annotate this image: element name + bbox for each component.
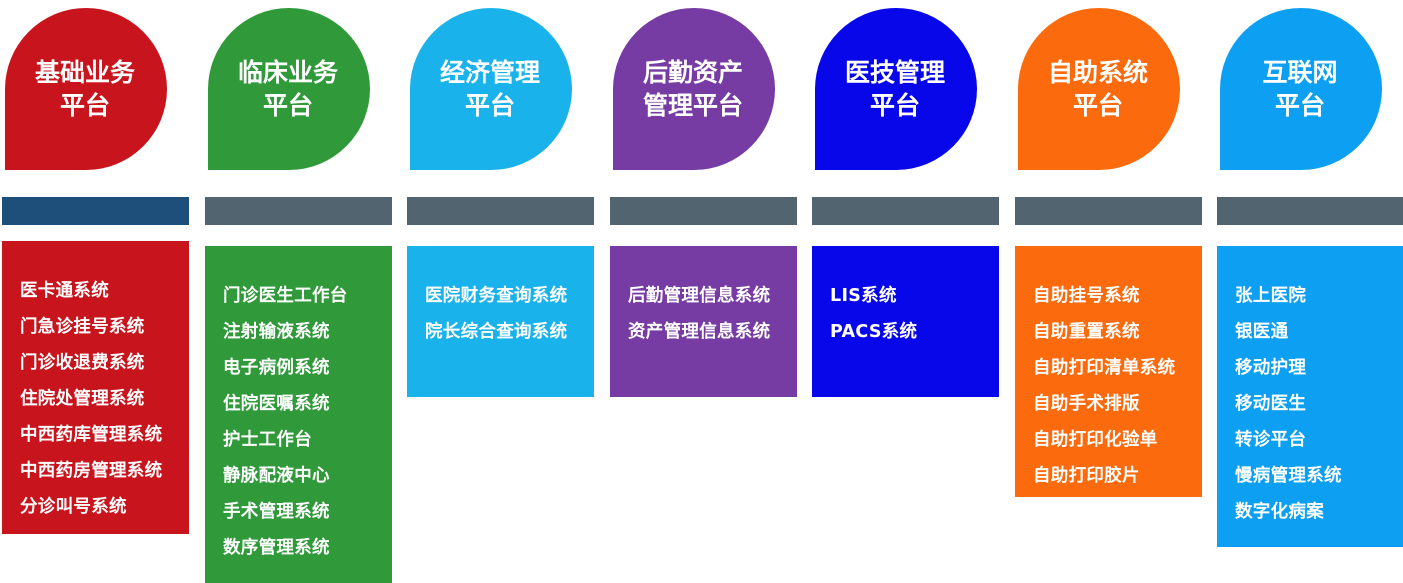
platform-column: 互联网平台张上医院银医通移动护理移动医生转诊平台慢病管理系统数字化病案 [1217,0,1403,583]
divider-bar [2,197,189,225]
platform-title-line2: 平台 [262,91,313,120]
platform-title-line1: 经济管理 [439,58,540,87]
system-item: 医院财务查询系统 [425,286,568,306]
divider-bar [205,197,392,225]
system-item: 资产管理信息系统 [628,322,771,342]
system-item: 自助重置系统 [1033,322,1140,342]
platform-title-line2: 平台 [1072,91,1123,120]
platform-badge: 经济管理平台 [410,8,572,170]
system-item: 自助打印清单系统 [1033,358,1176,378]
system-item: 门诊收退费系统 [20,353,145,373]
platform-badge: 后勤资产管理平台 [613,8,775,170]
system-item: 中西药库管理系统 [20,425,163,445]
system-item: 后勤管理信息系统 [628,286,771,306]
system-item: 转诊平台 [1235,430,1307,450]
divider-bar [1217,197,1403,225]
system-item: 中西药房管理系统 [20,461,163,481]
divider-bar [1015,197,1202,225]
system-item: 住院医嘱系统 [223,394,330,414]
platform-title-line1: 医技管理 [844,58,945,87]
system-item: 自助手术排版 [1033,394,1140,414]
system-item: 门诊医生工作台 [223,286,348,306]
platform-badge: 医技管理平台 [815,8,977,170]
platform-badge: 自助系统平台 [1018,8,1180,170]
platform-badge: 基础业务平台 [5,8,167,170]
platform-column: 基础业务平台医卡通系统门急诊挂号系统门诊收退费系统住院处管理系统中西药库管理系统… [2,0,190,583]
system-item: 分诊叫号系统 [20,497,127,517]
platform-column: 经济管理平台医院财务查询系统院长综合查询系统 [407,0,595,583]
platform-badge: 互联网平台 [1220,8,1382,170]
platform-column: 医技管理平台 LIS系统 PACS系统 [812,0,1000,583]
divider-bar [812,197,999,225]
system-list: 门诊医生工作台注射输液系统电子病例系统住院医嘱系统护士工作台静脉配液中心手术管理… [205,246,392,583]
platform-title-line1: 后勤资产 [642,58,743,87]
platform-title-line2: 管理平台 [642,91,743,120]
divider-bar [407,197,594,225]
system-item: 移动医生 [1235,394,1307,414]
system-item: 银医通 [1235,322,1289,342]
system-item: 自助打印化验单 [1033,430,1158,450]
system-list: 医院财务查询系统院长综合查询系统 [407,246,594,397]
platform-title-line1: 自助系统 [1047,58,1148,87]
system-item: PACS系统 [830,322,918,342]
platform-column: 自助系统平台自助挂号系统自助重置系统自助打印清单系统自助手术排版自助打印化验单自… [1015,0,1203,583]
system-item: 慢病管理系统 [1235,466,1342,486]
system-item: LIS系统 [830,286,897,306]
system-list: 后勤管理信息系统资产管理信息系统 [610,246,797,397]
system-item: 数序管理系统 [223,538,330,558]
system-item: 院长综合查询系统 [425,322,568,342]
system-item: 移动护理 [1235,358,1307,378]
system-item: 手术管理系统 [223,502,330,522]
system-item: 自助打印胶片 [1033,466,1140,486]
system-item: 注射输液系统 [223,322,330,342]
platform-title-line1: 临床业务 [237,58,338,87]
platform-title-line1: 互联网 [1262,58,1338,87]
system-list: 医卡通系统门急诊挂号系统门诊收退费系统住院处管理系统中西药库管理系统中西药房管理… [2,241,189,534]
system-item: 静脉配液中心 [223,466,330,486]
system-item: 门急诊挂号系统 [20,317,145,337]
platform-title-line2: 平台 [59,91,110,120]
platform-title-line2: 平台 [1274,91,1325,120]
system-item: 自助挂号系统 [1033,286,1140,306]
platform-title-line1: 基础业务 [34,58,135,87]
system-item: 张上医院 [1235,286,1307,306]
system-item: 护士工作台 [223,430,312,450]
platform-column: 临床业务平台门诊医生工作台注射输液系统电子病例系统住院医嘱系统护士工作台静脉配液… [205,0,393,583]
system-item: 医卡通系统 [20,281,109,301]
system-list: LIS系统 PACS系统 [812,246,999,397]
divider-bar [610,197,797,225]
platform-column: 后勤资产管理平台后勤管理信息系统资产管理信息系统 [610,0,798,583]
system-item: 数字化病案 [1235,502,1324,522]
platform-badge: 临床业务平台 [208,8,370,170]
system-item: 电子病例系统 [223,358,330,378]
system-list: 张上医院银医通移动护理移动医生转诊平台慢病管理系统数字化病案 [1217,246,1403,547]
system-list: 自助挂号系统自助重置系统自助打印清单系统自助手术排版自助打印化验单自助打印胶片 [1015,246,1202,497]
system-item: 住院处管理系统 [20,389,145,409]
platform-title-line2: 平台 [464,91,515,120]
platform-title-line2: 平台 [869,91,920,120]
